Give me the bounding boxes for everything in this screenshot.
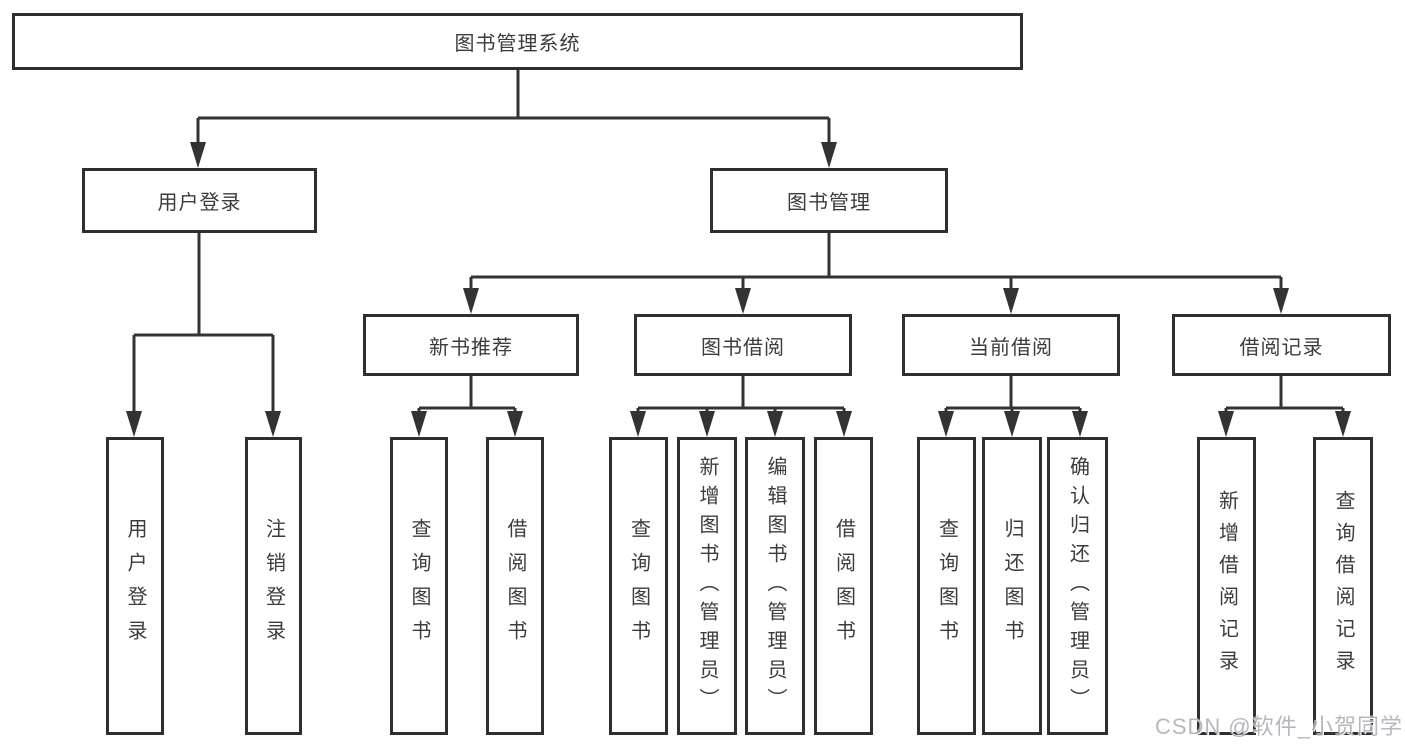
connector-new-book-recommend-children: [417, 376, 517, 417]
leaf-current-return-book: 归还图书: [982, 437, 1042, 735]
leaf-recommend-query-book: 查询图书: [390, 437, 448, 735]
leaf-record-add-record: 新增借阅记录: [1197, 437, 1256, 735]
leaf-borrow-borrow-book: 借阅图书: [814, 437, 873, 735]
leaf-user-login: 用户登录: [106, 437, 164, 735]
connector-current-borrow-children: [944, 376, 1082, 417]
node-book-borrow: 图书借阅: [634, 314, 852, 376]
connector-user-login-children: [132, 233, 275, 417]
leaf-recommend-borrow-book: 借阅图书: [486, 437, 544, 735]
leaf-current-confirm-return-admin: 确认归还（管理员）: [1047, 437, 1108, 735]
node-current-borrow: 当前借阅: [902, 314, 1120, 376]
connector-root-to-level2: [196, 70, 831, 148]
leaf-logout-login: 注销登录: [245, 437, 302, 735]
node-new-book-recommend: 新书推荐: [363, 314, 579, 376]
node-user-login: 用户登录: [82, 168, 317, 233]
connector-book-borrow-children: [636, 376, 846, 417]
connector-borrow-record-children: [1224, 376, 1345, 417]
leaf-borrow-query-book: 查询图书: [609, 437, 668, 735]
leaf-record-query-record: 查询借阅记录: [1313, 437, 1373, 735]
connector-book-management-children: [469, 233, 1283, 294]
leaf-borrow-edit-book-admin: 编辑图书（管理员）: [745, 437, 805, 735]
node-book-management: 图书管理: [710, 168, 948, 233]
watermark-text: CSDN @软件_小贺同学: [1154, 714, 1403, 739]
leaf-borrow-add-book-admin: 新增图书（管理员）: [677, 437, 737, 735]
node-borrow-record: 借阅记录: [1172, 314, 1391, 376]
node-root: 图书管理系统: [12, 13, 1023, 70]
leaf-current-query-book: 查询图书: [917, 437, 976, 735]
